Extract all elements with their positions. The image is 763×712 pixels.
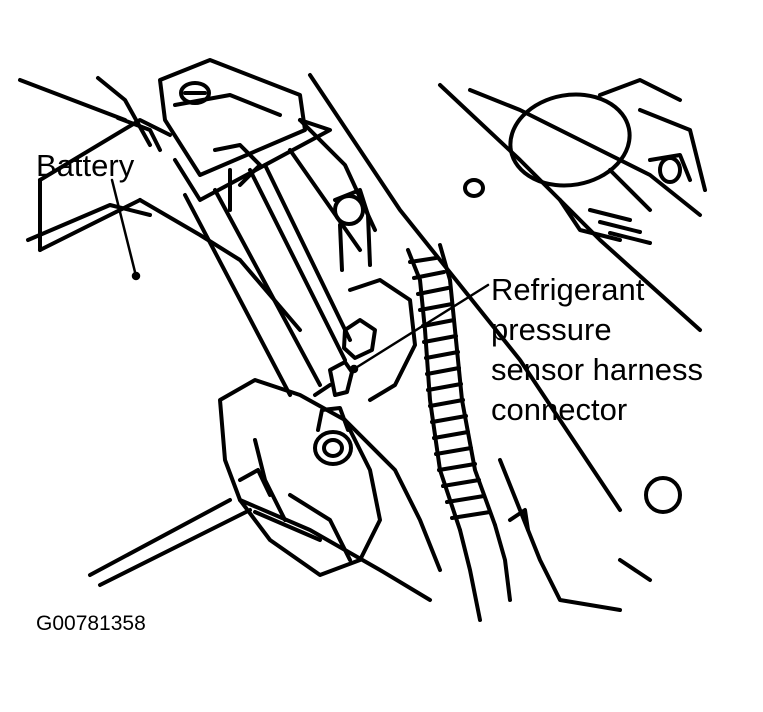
sensor-leader-line — [352, 283, 490, 371]
sensor-label-line-2: pressure — [491, 312, 612, 347]
battery-leader-dot — [131, 271, 141, 281]
callout-leaders — [110, 178, 490, 374]
harness-bracket — [498, 458, 652, 612]
battery-label: Battery — [36, 148, 135, 183]
sensor-leader-dot — [349, 364, 359, 374]
sensor-label-line-4: connector — [491, 392, 628, 427]
hold-down-bar — [183, 118, 377, 397]
radiator-fan-area — [308, 73, 707, 512]
sensor-label-line-3: sensor harness — [491, 352, 703, 387]
wiring-harness — [406, 243, 512, 622]
frame-rail — [88, 498, 432, 602]
battery-leader-line — [110, 178, 138, 278]
battery-outline — [18, 76, 302, 332]
mounting-holes — [463, 156, 682, 514]
figure-id: G00781358 — [36, 612, 146, 635]
pressure-sensor — [313, 188, 417, 402]
lower-bracket — [218, 378, 442, 577]
battery-bracket — [116, 58, 332, 212]
sensor-label-line-1: Refrigerant — [491, 272, 645, 307]
